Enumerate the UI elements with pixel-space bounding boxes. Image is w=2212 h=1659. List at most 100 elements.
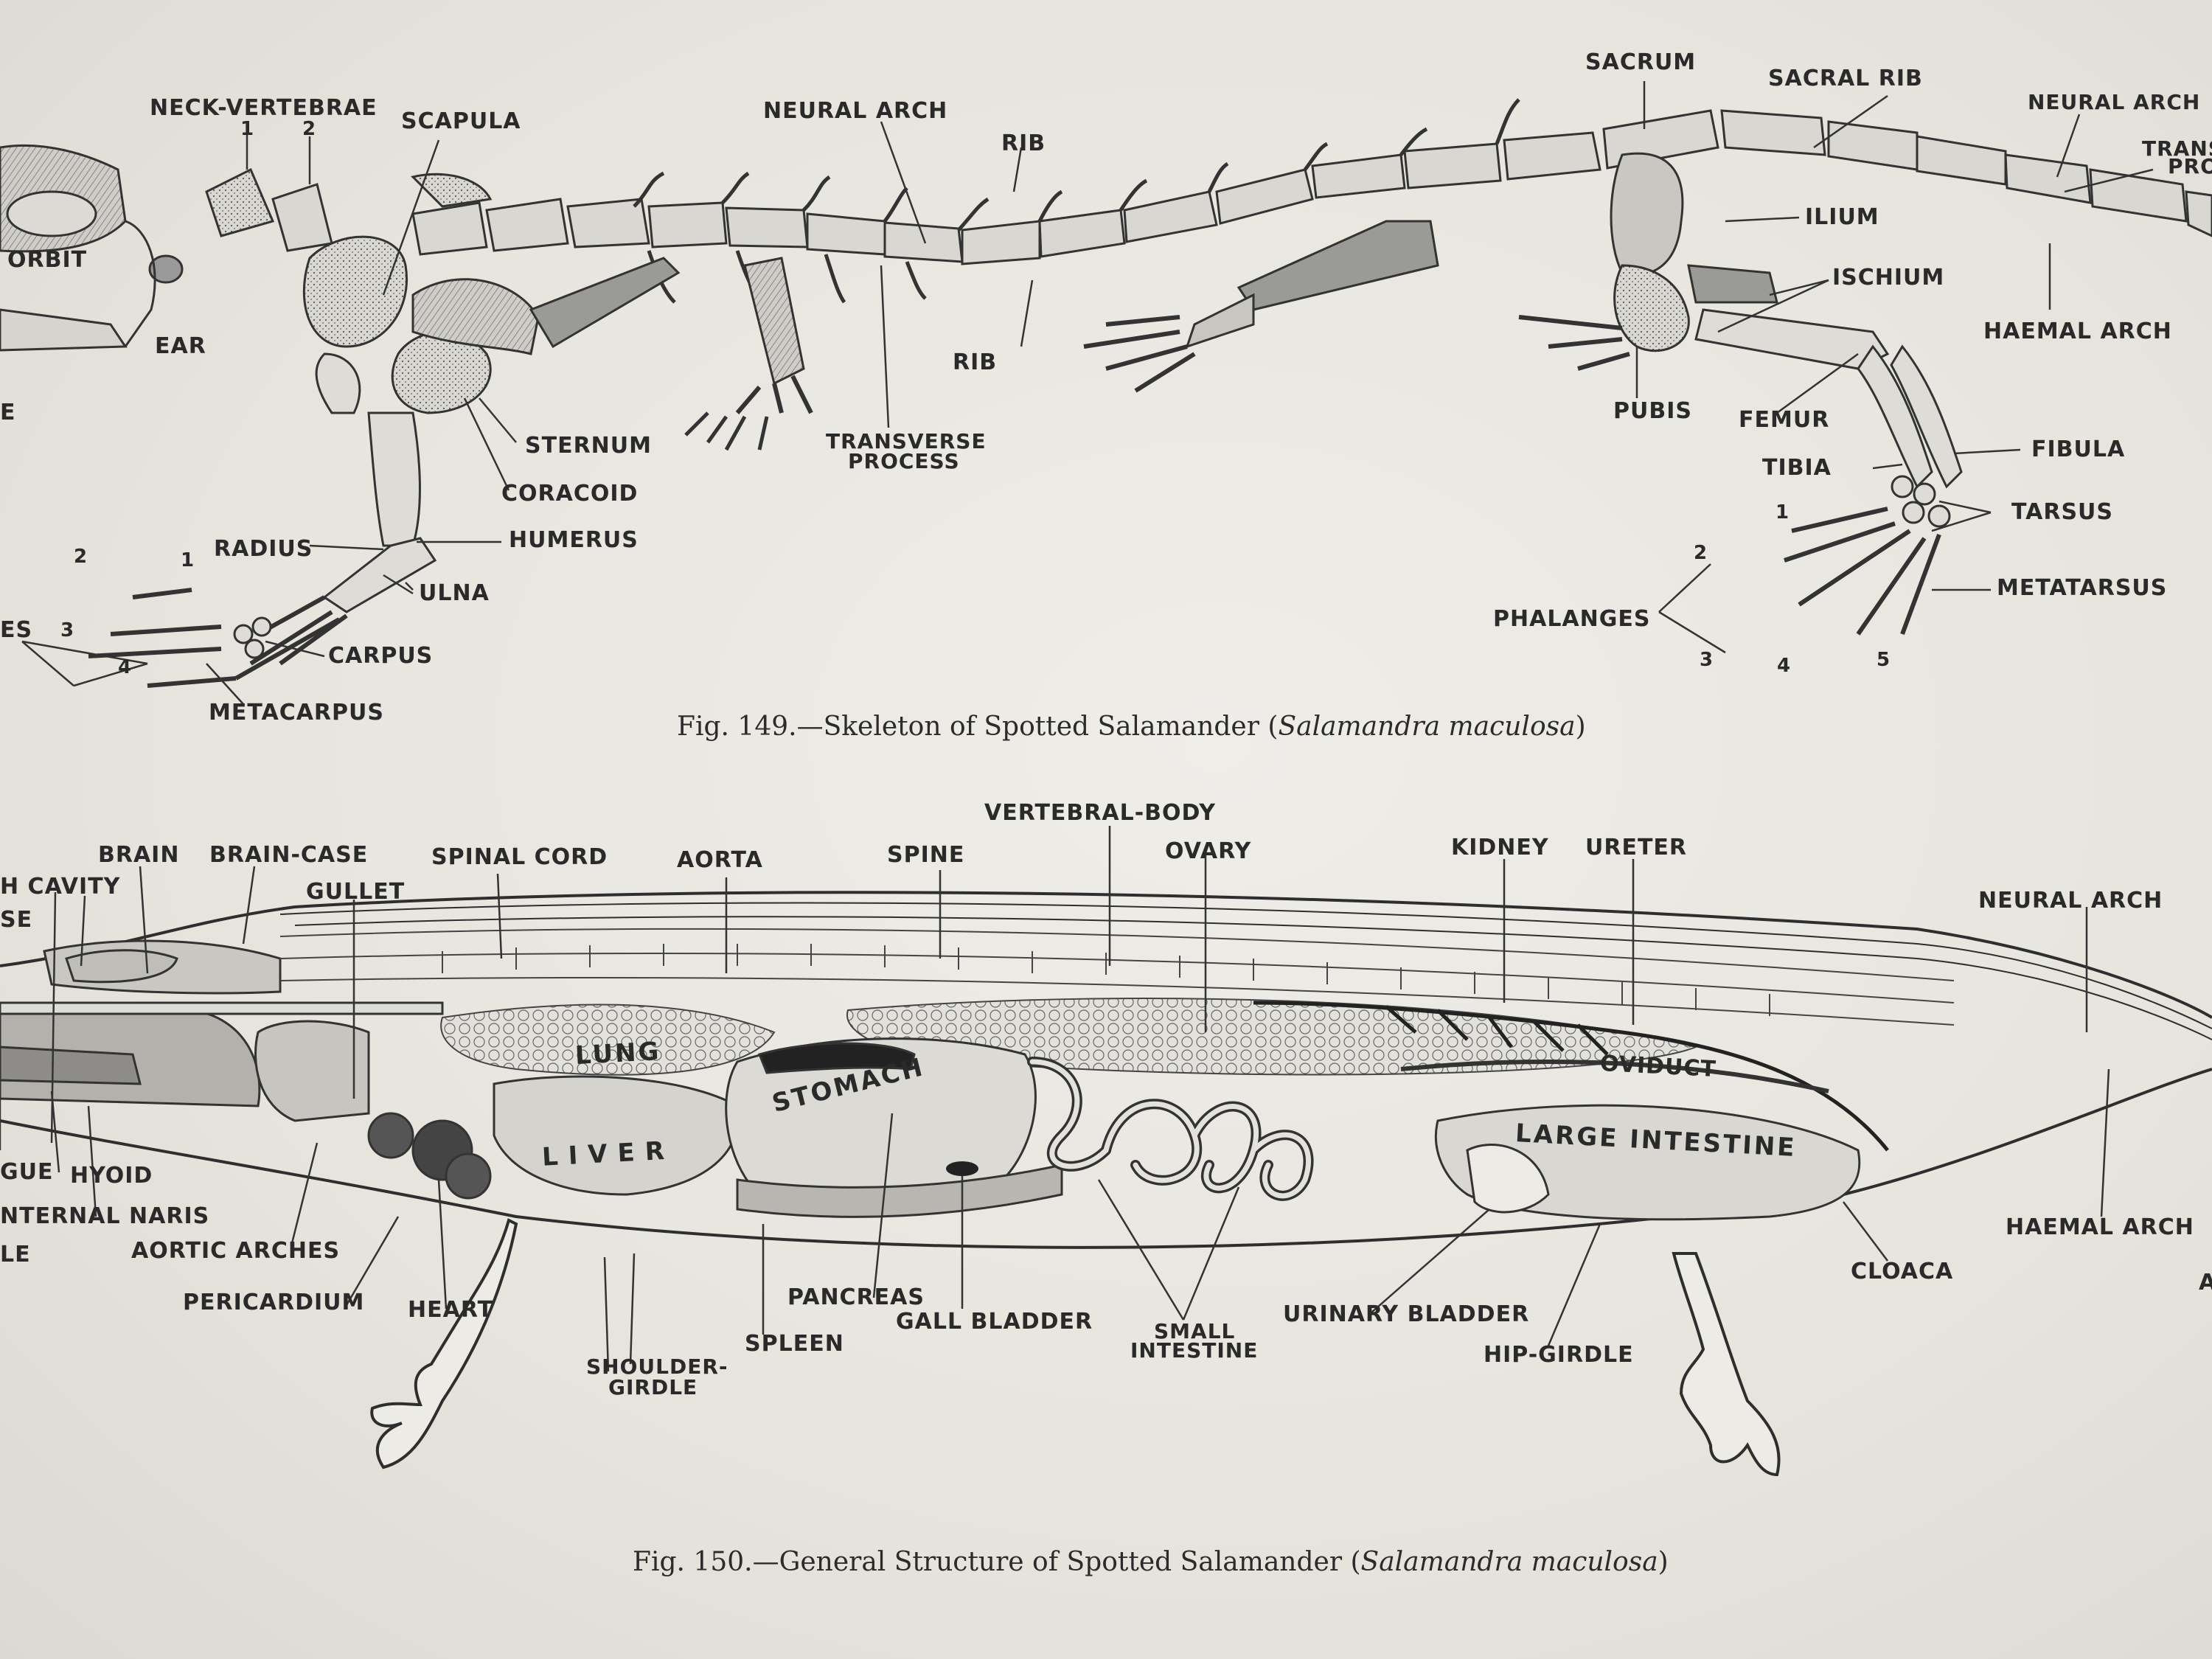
label-neural-arch: NEURAL ARCH xyxy=(763,98,948,124)
label-gullet: GULLET xyxy=(306,879,406,905)
label-carpus: CARPUS xyxy=(328,643,434,669)
label-oviduct: OVIDUCT xyxy=(1599,1050,1717,1083)
small-intestine-inner xyxy=(1029,1059,1312,1199)
label-humerus: HUMERUS xyxy=(509,527,639,553)
limbs-outline xyxy=(370,1218,1781,1477)
label-urinary-bladder: URINARY BLADDER xyxy=(1283,1301,1530,1327)
label-cavity-clipped: H CAVITY xyxy=(0,874,121,900)
label-metacarpus: METACARPUS xyxy=(209,700,384,726)
skull xyxy=(0,144,184,352)
label-kidney: KIDNEY xyxy=(1451,835,1549,860)
label-phalanges-left-clipped: ES xyxy=(0,617,33,643)
label-a-clipped: A xyxy=(2199,1270,2212,1295)
label-small-intestine-line1: SMALL xyxy=(1154,1319,1236,1343)
body-outline xyxy=(0,891,2212,1249)
label-shoulder-girdle-line1: SHOULDER- xyxy=(586,1354,728,1379)
label-ilium: ILIUM xyxy=(1805,204,1879,230)
forelimb-left xyxy=(88,352,437,688)
vertebral-column xyxy=(205,109,2212,265)
label-hip-girdle: HIP-GIRDLE xyxy=(1484,1342,1634,1368)
label-heart: HEART xyxy=(408,1297,494,1323)
label-ischium: ISCHIUM xyxy=(1832,265,1945,291)
label-sternum: STERNUM xyxy=(525,433,652,459)
label-neck-number-2: 2 xyxy=(302,118,316,140)
label-tibia: TIBIA xyxy=(1762,455,1832,481)
label-lung: LUNG xyxy=(574,1036,662,1071)
label-hand-number-3: 3 xyxy=(60,619,74,641)
label-radius: RADIUS xyxy=(214,536,313,562)
label-se-clipped: SE xyxy=(0,907,33,933)
forelimb-middle xyxy=(684,257,813,451)
label-metatarsus: METATARSUS xyxy=(1997,575,2168,601)
label-small-intestine-line2: INTESTINE xyxy=(1130,1338,1259,1363)
pelvic-girdle xyxy=(1518,152,1778,371)
label-spine: SPINE xyxy=(887,842,965,868)
label-liver: LIVER xyxy=(541,1135,675,1172)
label-pro-clipped: PRO xyxy=(2168,154,2212,178)
viscera xyxy=(254,1020,1861,1221)
label-brain: BRAIN xyxy=(98,842,180,868)
label-sacrum: SACRUM xyxy=(1585,49,1697,75)
head-region xyxy=(0,939,444,1107)
fig150-caption-species: Salamandra maculosa xyxy=(1360,1547,1658,1577)
label-hand-number-2: 2 xyxy=(74,546,88,568)
fig150-caption: Fig. 150.—General Structure of Spotted S… xyxy=(633,1547,1669,1577)
label-vertebral-body: VERTEBRAL-BODY xyxy=(984,800,1216,826)
forelimb-right xyxy=(1083,220,1439,393)
label-hand-number-1: 1 xyxy=(181,549,195,571)
label-haemal-arch-fig150: HAEMAL ARCH xyxy=(2006,1214,2194,1240)
label-internal-naris: NTERNAL NARIS xyxy=(0,1203,210,1229)
label-fibula: FIBULA xyxy=(2031,437,2126,462)
label-ovary: OVARY xyxy=(1165,838,1252,864)
label-foot-number-1: 1 xyxy=(1775,501,1790,524)
label-ureter: URETER xyxy=(1585,835,1688,860)
label-ulna: ULNA xyxy=(419,580,490,606)
label-aortic-arches: AORTIC ARCHES xyxy=(131,1238,341,1264)
label-spleen: SPLEEN xyxy=(745,1331,844,1357)
fig149-leader-lines xyxy=(21,81,2154,705)
label-brain-case: BRAIN-CASE xyxy=(209,842,369,868)
fig150-leader-lines xyxy=(0,826,2110,1372)
label-foot-number-2: 2 xyxy=(1694,542,1708,564)
label-foot-number-4: 4 xyxy=(1777,655,1791,677)
label-neck-number-1: 1 xyxy=(240,118,254,140)
label-transverse-process-line2: PROCESS xyxy=(848,449,960,473)
fig149-caption: Fig. 149.—Skeleton of Spotted Salamander… xyxy=(677,712,1586,742)
label-foot-number-3: 3 xyxy=(1700,649,1714,671)
label-neural-arch-right: NEURAL ARCH xyxy=(2028,90,2201,114)
label-cloaca: CLOACA xyxy=(1851,1259,1954,1284)
label-transverse-process-line1: TRANSVERSE xyxy=(826,429,987,453)
label-foot-number-5: 5 xyxy=(1877,649,1891,671)
label-sacral-rib: SACRAL RIB xyxy=(1768,66,1923,91)
label-left-edge-clipped: E xyxy=(0,400,16,425)
label-rib-bottom: RIB xyxy=(953,349,998,375)
label-phalanges: PHALANGES xyxy=(1493,606,1651,632)
label-spinal-cord: SPINAL CORD xyxy=(431,844,608,870)
label-haemal-arch-top: HAEMAL ARCH xyxy=(1983,319,2172,344)
label-shoulder-girdle-line2: GIRDLE xyxy=(608,1375,698,1399)
label-orbit: ORBIT xyxy=(7,247,88,273)
label-pancreas: PANCREAS xyxy=(787,1284,925,1310)
label-le-clipped: LE xyxy=(0,1242,31,1267)
label-neural-arch-fig150: NEURAL ARCH xyxy=(1978,888,2163,914)
pectoral-girdle xyxy=(302,173,681,414)
label-pubis: PUBIS xyxy=(1613,398,1692,424)
spinal-column xyxy=(279,928,1955,1026)
label-aorta: AORTA xyxy=(677,847,763,873)
label-pericardium: PERICARDIUM xyxy=(183,1290,365,1315)
label-hyoid: HYOID xyxy=(70,1163,153,1189)
label-coracoid: CORACOID xyxy=(501,481,639,507)
label-hand-number-4: 4 xyxy=(118,656,132,678)
label-tarsus: TARSUS xyxy=(2011,499,2114,525)
label-rib-top: RIB xyxy=(1001,131,1046,156)
gall-bladder-mark xyxy=(946,1161,978,1176)
fig149-caption-species: Salamandra maculosa xyxy=(1278,712,1576,742)
label-tongue-clipped: GUE xyxy=(0,1159,54,1185)
label-femur: FEMUR xyxy=(1739,407,1830,433)
label-trans-clipped: TRANS xyxy=(2142,136,2212,161)
label-ear: EAR xyxy=(155,333,206,359)
label-neck-vertebrae: NECK-VERTEBRAE xyxy=(150,95,378,121)
hindlimb xyxy=(1694,308,1963,636)
